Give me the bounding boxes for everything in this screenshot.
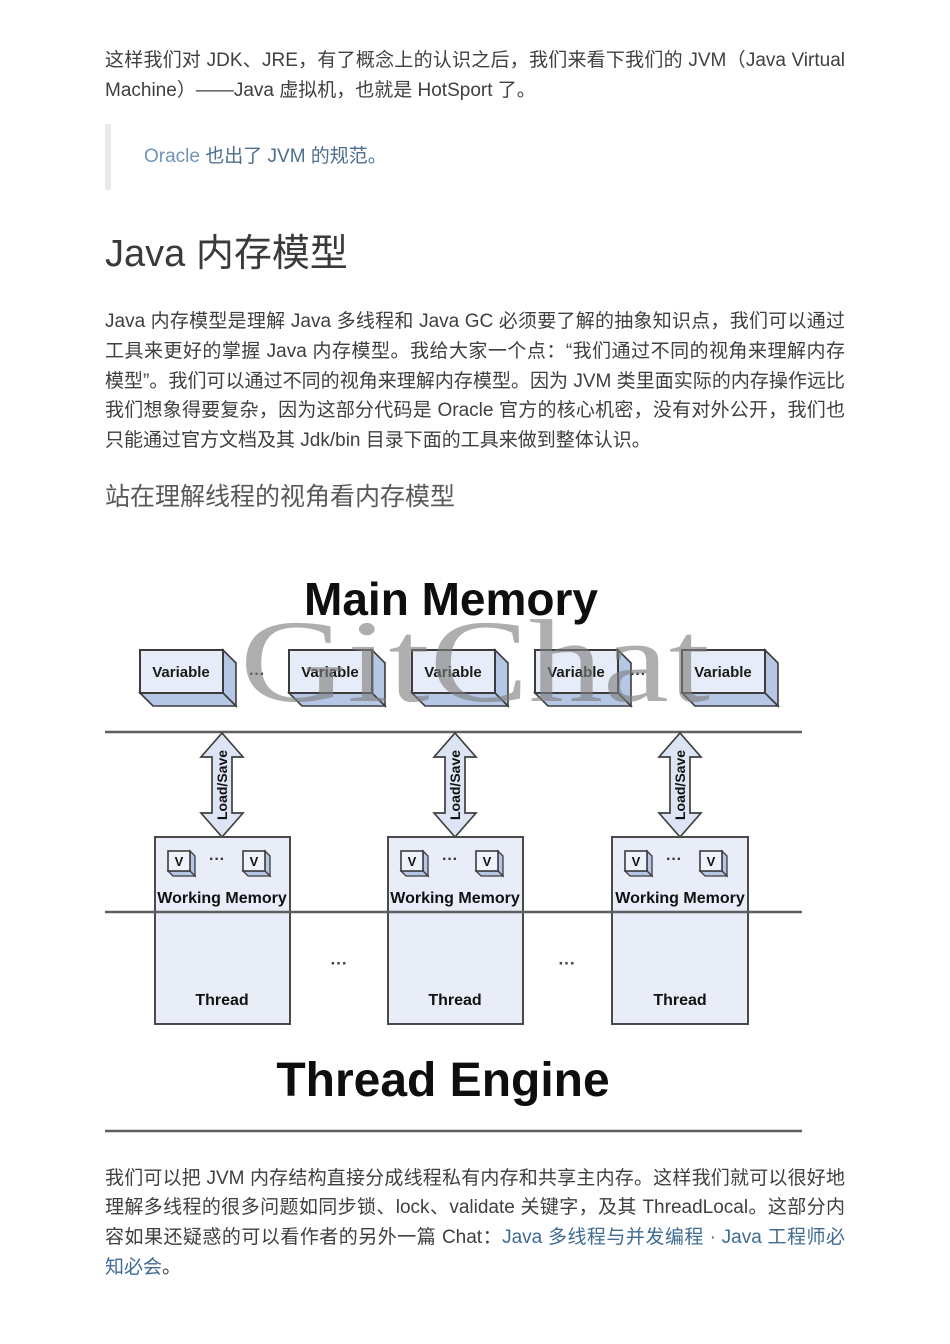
blockquote: Oracle 也出了 JVM 的规范。 — [105, 124, 845, 190]
closing-text: 我们可以把 JVM 内存结构直接分成线程私有内存和共享主内存。这样我们就可以很好… — [105, 1167, 845, 1249]
main-memory-label: Main Memory — [304, 573, 598, 625]
variable-label: Variable — [424, 664, 482, 681]
v-label: V — [250, 854, 259, 869]
load-save-arrow: Load/Save — [432, 731, 478, 839]
intro-paragraph: 这样我们对 JDK、JRE，有了概念上的认识之后，我们来看下我们的 JVM（Ja… — [105, 50, 845, 101]
ellipsis: ··· — [630, 666, 646, 683]
load-save-label: Load/Save — [672, 750, 688, 820]
variable-box: Variable — [287, 647, 387, 708]
ellipsis: ··· — [331, 954, 348, 973]
thread-engine-label: Thread Engine — [276, 1054, 609, 1107]
working-memory-label: Working Memory — [615, 890, 745, 907]
subsection-heading: 站在理解线程的视角看内存模型 — [105, 482, 456, 511]
section-heading: Java 内存模型 — [105, 232, 348, 275]
variable-label: Variable — [152, 664, 210, 681]
v-label: V — [175, 854, 184, 869]
closing-period: 。 — [162, 1256, 182, 1278]
memory-model-svg: Main Memory Variable ··· Variable Variab… — [105, 573, 802, 1133]
ellipsis: ··· — [442, 851, 458, 868]
body-paragraph: Java 内存模型是理解 Java 多线程和 Java GC 必须要了解的抽象知… — [105, 311, 845, 451]
variable-label: Variable — [301, 664, 359, 681]
blockquote-line: Oracle 也出了 JVM 的规范。 — [144, 146, 387, 167]
variable-label: Variable — [694, 664, 752, 681]
load-save-arrow: Load/Save — [657, 731, 703, 839]
gitchat-watermark: GitChat — [240, 596, 710, 727]
variable-label: Variable — [547, 664, 605, 681]
thread-panel: V ··· V Working Memory Thread — [611, 835, 749, 1025]
variable-box: Variable — [680, 647, 780, 708]
load-save-arrow: Load/Save — [199, 731, 245, 839]
ellipsis: ··· — [666, 851, 682, 868]
v-label: V — [707, 854, 716, 869]
thread-panel: V ··· V Working Memory Thread — [154, 835, 291, 1025]
working-memory-label: Working Memory — [390, 890, 520, 907]
closing-paragraph: 我们可以把 JVM 内存结构直接分成线程私有内存和共享主内存。这样我们就可以很好… — [105, 1164, 845, 1283]
variable-box: Variable — [533, 647, 633, 708]
thread-panel: V ··· V Working Memory Thread — [387, 835, 524, 1025]
load-save-label: Load/Save — [447, 750, 463, 820]
variable-box: Variable — [138, 647, 238, 708]
v-label: V — [632, 854, 641, 869]
oracle-link[interactable]: Oracle — [144, 146, 200, 168]
chat-link[interactable]: Java 多线程与并发编程 · Java 工程师必知必会 — [105, 1227, 845, 1278]
memory-model-diagram: Main Memory Variable ··· Variable Variab… — [105, 555, 805, 1140]
ellipsis: ··· — [559, 954, 576, 973]
thread-label: Thread — [653, 992, 706, 1009]
ellipsis: ··· — [209, 851, 225, 868]
load-save-label: Load/Save — [214, 750, 230, 820]
ellipsis: ··· — [249, 666, 265, 683]
working-memory-label: Working Memory — [157, 890, 287, 907]
blockquote-text: 也出了 JVM 的规范。 — [199, 146, 387, 168]
v-label: V — [483, 854, 492, 869]
thread-label: Thread — [195, 992, 248, 1009]
thread-label: Thread — [428, 992, 481, 1009]
v-label: V — [408, 854, 417, 869]
variable-box: Variable — [410, 647, 510, 708]
